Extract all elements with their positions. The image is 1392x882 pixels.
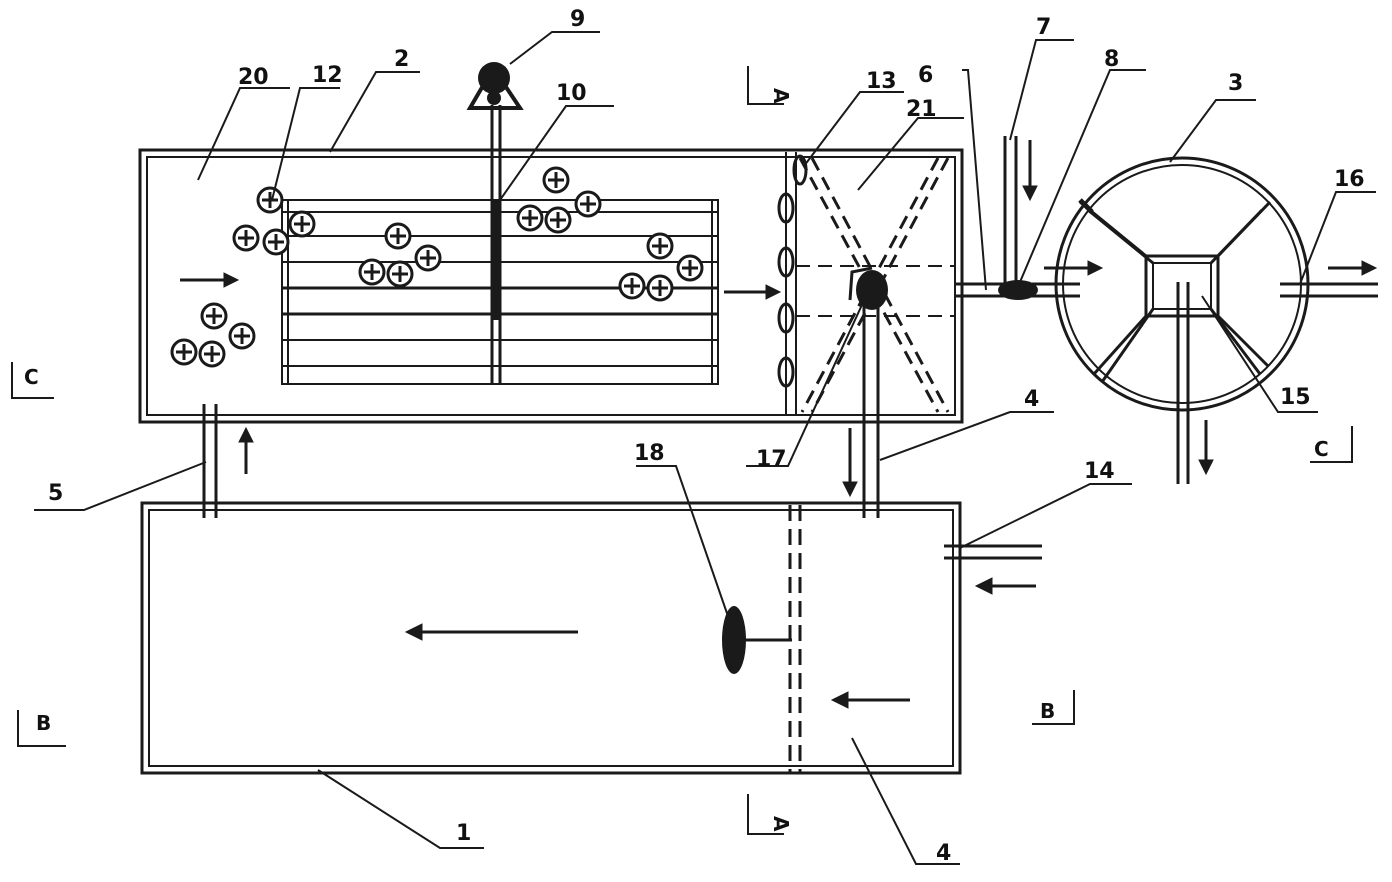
section-b-left: B — [36, 711, 51, 735]
label-2: 2 — [394, 47, 409, 72]
section-a-bottom: A — [769, 816, 793, 832]
motor-9 — [466, 62, 524, 110]
section-a-top: A — [769, 88, 793, 104]
label-14: 14 — [1084, 459, 1115, 484]
label-7: 7 — [1036, 15, 1051, 40]
label-3: 3 — [1228, 71, 1243, 96]
label-17: 17 — [756, 447, 787, 472]
label-21: 21 — [906, 97, 937, 122]
label-4-top: 4 — [1024, 387, 1039, 412]
label-6: 6 — [918, 63, 933, 88]
pipe-14 — [944, 544, 1042, 560]
label-8: 8 — [1104, 47, 1119, 72]
label-1: 1 — [456, 821, 471, 846]
label-4-bottom: 4 — [936, 841, 951, 866]
label-10: 10 — [556, 81, 587, 106]
flow-arrows — [180, 140, 1378, 709]
mixer-18 — [722, 606, 792, 674]
label-12: 12 — [312, 63, 343, 88]
section-c-right: C — [1314, 437, 1329, 461]
tank-1 — [140, 501, 962, 775]
label-16: 16 — [1334, 167, 1365, 192]
tank-3 — [1046, 156, 1378, 484]
label-13: 13 — [866, 69, 897, 94]
valve-8 — [998, 280, 1038, 300]
section-markers — [11, 66, 1353, 835]
label-18: 18 — [634, 441, 665, 466]
baffle-13 — [777, 152, 808, 416]
section-letters: A A C C B B — [24, 88, 1329, 832]
section-c-left: C — [24, 365, 39, 389]
pipe-5 — [202, 404, 218, 518]
stirrer-shaft — [490, 105, 502, 384]
section-b-right: B — [1040, 699, 1055, 723]
bubbles — [170, 166, 704, 368]
pump-17 — [848, 266, 888, 518]
number-labels: 9 2 12 20 10 13 21 6 7 8 3 16 15 4 14 17… — [48, 7, 1365, 866]
tank-2 — [138, 148, 964, 424]
pipe-7 — [1003, 136, 1018, 286]
label-20: 20 — [238, 65, 269, 90]
label-5: 5 — [48, 481, 63, 506]
label-15: 15 — [1280, 385, 1311, 410]
label-9: 9 — [570, 7, 585, 32]
leader-lines — [34, 31, 1376, 865]
